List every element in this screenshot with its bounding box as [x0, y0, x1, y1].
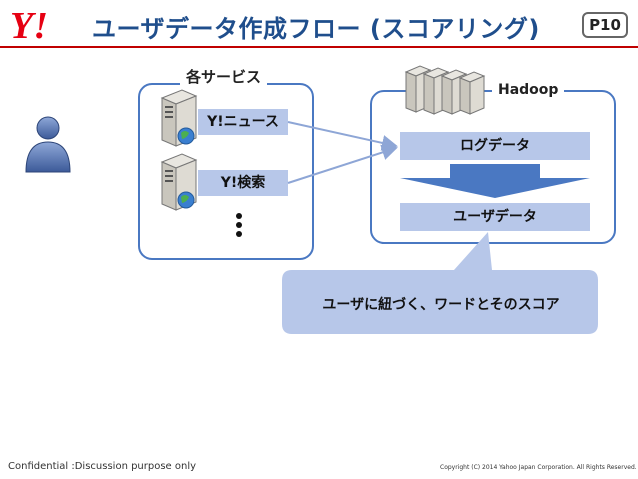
service-label-news: Y!ニュース [198, 109, 288, 135]
service-label-search: Y!検索 [198, 170, 288, 196]
callout-bubble [278, 232, 602, 338]
services-group-label: 各サービス [180, 66, 268, 87]
hadoop-servers-icon [404, 64, 488, 116]
down-arrow-icon [400, 164, 590, 198]
page-title: ユーザデータ作成フロー (スコアリング) [92, 15, 540, 43]
confidential-notice: Confidential :Discussion purpose only [8, 461, 197, 472]
news-to-log-arrow [287, 121, 398, 151]
log-data-box: ログデータ [400, 132, 590, 160]
header-divider [0, 46, 638, 48]
more-services-ellipsis [234, 212, 244, 240]
copyright-notice: Copyright (C) 2014 Yahoo Japan Corporati… [440, 464, 637, 471]
user-data-box: ユーザデータ [400, 203, 590, 231]
svg-text:Y!: Y! [10, 5, 48, 44]
callout-text: ユーザに紐づく、ワードとそのスコア [322, 297, 560, 313]
search-to-log-arrow [287, 144, 398, 184]
hadoop-group-label: Hadoop [492, 82, 565, 98]
page-number-badge: P10 [582, 12, 628, 38]
news-server-icon [156, 88, 204, 150]
user-icon [20, 114, 76, 174]
search-server-icon [156, 152, 204, 214]
company-logo: Y! [6, 4, 78, 47]
